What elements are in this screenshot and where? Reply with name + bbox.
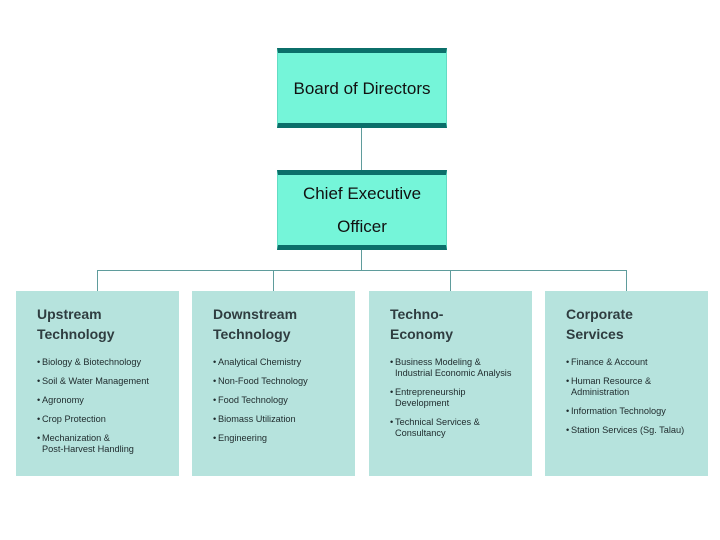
- division-item: •Agronomy: [37, 395, 84, 405]
- division-item: •Information Technology: [566, 406, 666, 416]
- connector-drop-upstream: [97, 270, 98, 291]
- connector-drop-techno-economy: [450, 270, 451, 291]
- connector-ceo-trunk: [361, 250, 362, 270]
- division-item: •Non-Food Technology: [213, 376, 308, 386]
- division-item: •Soil & Water Management: [37, 376, 149, 386]
- division-item: •Analytical Chemistry: [213, 357, 302, 367]
- chief-executive-officer-box: Chief Executive Officer: [277, 170, 447, 250]
- connector-drop-corporate: [626, 270, 627, 291]
- division-card-corporate: Corporate Services •Finance & Account •H…: [545, 291, 708, 476]
- board-of-directors-box: Board of Directors: [277, 48, 447, 128]
- division-card-upstream: Upstream Technology •Biology & Biotechno…: [16, 291, 179, 476]
- division-item: •Food Technology: [213, 395, 288, 405]
- division-item: •Station Services (Sg. Talau): [566, 425, 685, 435]
- division-item: •Crop Protection: [37, 414, 106, 424]
- division-card-techno-economy: Techno- Economy •Business Modeling & Ind…: [369, 291, 532, 476]
- ceo-title: Chief Executive Officer: [302, 184, 422, 236]
- division-item: •Business Modeling & Industrial Economic…: [390, 357, 512, 378]
- division-item: •Entrepreneurship Development: [390, 387, 466, 408]
- division-item: •Technical Services & Consultancy: [390, 417, 480, 438]
- division-heading: Downstream Technology: [213, 306, 298, 342]
- connector-drop-downstream: [273, 270, 274, 291]
- division-items: •Finance & Account •Human Resource & Adm…: [566, 357, 700, 436]
- division-items: •Analytical Chemistry •Non-Food Technolo…: [213, 357, 347, 444]
- connector-horizontal-bus: [97, 270, 627, 271]
- division-item: •Mechanization & Post-Harvest Handling: [37, 433, 134, 454]
- division-item: •Finance & Account: [566, 357, 648, 367]
- connector-board-ceo: [361, 128, 362, 170]
- division-item: •Engineering: [213, 433, 268, 443]
- division-item: •Biology & Biotechnology: [37, 357, 142, 367]
- division-items: •Business Modeling & Industrial Economic…: [390, 357, 524, 439]
- division-card-downstream: Downstream Technology •Analytical Chemis…: [192, 291, 355, 476]
- division-heading: Upstream Technology: [37, 306, 115, 342]
- division-heading: Corporate Services: [566, 306, 633, 342]
- division-items: •Biology & Biotechnology •Soil & Water M…: [37, 357, 171, 455]
- board-title: Board of Directors: [293, 78, 431, 98]
- division-item: •Human Resource & Administration: [566, 376, 652, 397]
- division-item: •Biomass Utilization: [213, 414, 296, 424]
- division-heading: Techno- Economy: [390, 306, 454, 342]
